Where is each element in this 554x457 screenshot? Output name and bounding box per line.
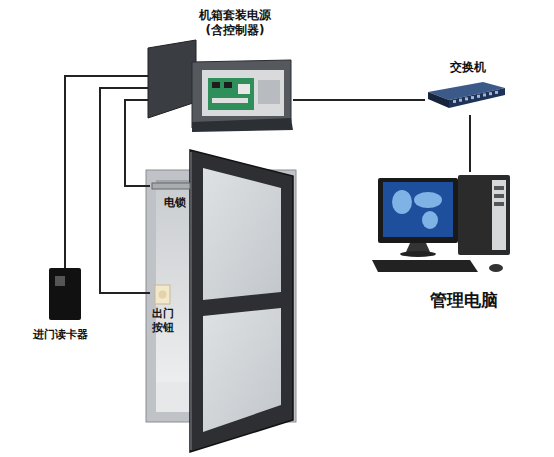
computer-label: 管理电脑 bbox=[418, 290, 510, 311]
electric-lock: 电锁 bbox=[150, 180, 192, 212]
screen-map bbox=[422, 211, 438, 229]
lock-label: 电锁 bbox=[164, 196, 192, 210]
network-switch: 交换机 bbox=[425, 60, 507, 115]
cabinet-heading: 机箱套装电源 (含控制器) bbox=[194, 8, 276, 38]
signal-wire bbox=[65, 76, 148, 268]
board-chip bbox=[212, 82, 220, 88]
pc-tower bbox=[458, 175, 510, 255]
button-plate bbox=[155, 285, 170, 304]
drive-bay bbox=[494, 202, 504, 206]
reader-label: 进门读卡器 bbox=[22, 328, 98, 342]
terminal-block bbox=[212, 98, 248, 103]
monitor-stand bbox=[406, 243, 430, 252]
tower-panel bbox=[492, 180, 506, 250]
switch-port bbox=[465, 97, 468, 100]
controller-cabinet-shape bbox=[148, 40, 293, 130]
lock-bar bbox=[152, 183, 190, 189]
switch-label: 交换机 bbox=[441, 60, 495, 75]
reader-body bbox=[49, 268, 81, 320]
keyboard bbox=[372, 260, 478, 272]
signal-wire bbox=[125, 100, 150, 186]
signal-wire bbox=[100, 88, 150, 293]
relay bbox=[238, 84, 250, 94]
button-cap bbox=[159, 291, 167, 299]
mounting-plate bbox=[202, 70, 284, 116]
signal-wire bbox=[469, 115, 471, 172]
door-leaf bbox=[190, 150, 293, 452]
drive-bay bbox=[494, 194, 504, 198]
drive-bay bbox=[494, 186, 504, 190]
exit-button-label: 出门 按钮 bbox=[152, 307, 178, 335]
reader-window bbox=[55, 276, 65, 286]
exit-button: 出门 按钮 bbox=[150, 283, 180, 335]
switch-port bbox=[489, 92, 492, 95]
switch-port bbox=[483, 94, 486, 97]
management-computer: 管理电脑 bbox=[370, 172, 515, 314]
switch-port bbox=[495, 91, 498, 94]
switch-port bbox=[477, 95, 480, 98]
board-chip bbox=[224, 82, 232, 88]
switch-port bbox=[459, 99, 462, 102]
cabinet-front bbox=[192, 118, 293, 132]
cabinet-lid bbox=[148, 40, 196, 118]
cabinet-body bbox=[192, 60, 291, 128]
controller-board bbox=[208, 78, 254, 110]
monitor-base bbox=[400, 251, 436, 257]
glass-pane bbox=[203, 168, 281, 300]
signal-wire bbox=[293, 99, 425, 101]
monitor-bezel bbox=[378, 178, 458, 243]
screen-map bbox=[392, 190, 412, 214]
controller-cabinet: 机箱套装电源 (含控制器) bbox=[148, 40, 293, 130]
switch-port bbox=[471, 96, 474, 99]
switch-front bbox=[449, 88, 505, 108]
door-edge bbox=[190, 152, 192, 450]
mouse bbox=[489, 264, 503, 272]
power-module bbox=[258, 80, 280, 104]
switch-side bbox=[428, 92, 449, 108]
switch-port bbox=[453, 100, 456, 103]
card-reader: 进门读卡器 bbox=[22, 268, 98, 348]
screen-map bbox=[414, 192, 442, 208]
monitor-screen bbox=[383, 182, 453, 237]
glass-pane bbox=[203, 308, 281, 432]
